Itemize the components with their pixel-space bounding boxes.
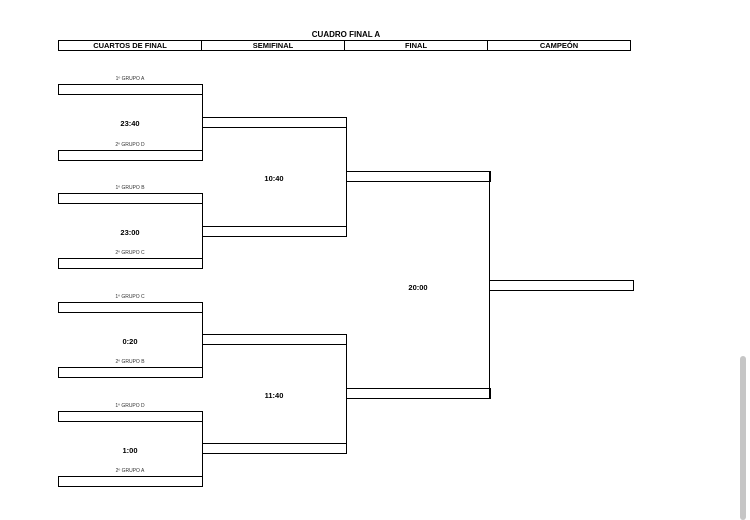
final-top-slot[interactable] <box>346 171 491 182</box>
qf2-bottom-slot[interactable] <box>58 258 203 269</box>
column-header-semifinal: SEMIFINAL <box>201 40 345 51</box>
qf1-bottom-slot[interactable] <box>58 150 203 161</box>
qf1-bottom-label: 2º GRUPO D <box>115 142 145 148</box>
sf2-top-slot[interactable] <box>202 334 347 345</box>
column-header-row: CUARTOS DE FINAL SEMIFINAL FINAL CAMPEÓN <box>58 40 634 51</box>
qf2-top-slot[interactable] <box>58 193 203 204</box>
champion-slot[interactable] <box>489 280 634 291</box>
qf2-top-label: 1º GRUPO B <box>115 185 145 191</box>
qf3-time: 0:20 <box>122 337 138 346</box>
qf4-top-slot[interactable] <box>58 411 203 422</box>
final-bottom-slot[interactable] <box>346 388 491 399</box>
qf1-top-slot[interactable] <box>58 84 203 95</box>
qf3-top-label: 1º GRUPO C <box>115 294 145 300</box>
column-header-quarterfinals: CUARTOS DE FINAL <box>58 40 202 51</box>
vertical-scrollbar[interactable] <box>740 356 746 520</box>
qf2-bottom-label: 2º GRUPO C <box>115 250 145 256</box>
sf1-bottom-slot[interactable] <box>202 226 347 237</box>
qf4-bottom-slot[interactable] <box>58 476 203 487</box>
qf4-time: 1:00 <box>122 446 138 455</box>
sf2-time: 11:40 <box>264 391 284 400</box>
column-header-final: FINAL <box>344 40 488 51</box>
qf1-time: 23:40 <box>120 119 140 128</box>
bracket-title: CUADRO FINAL A <box>311 30 381 39</box>
sf1-top-slot[interactable] <box>202 117 347 128</box>
final-time: 20:00 <box>408 283 428 292</box>
sf2-bottom-slot[interactable] <box>202 443 347 454</box>
qf4-top-label: 1º GRUPO D <box>115 403 145 409</box>
qf3-top-slot[interactable] <box>58 302 203 313</box>
qf2-time: 23:00 <box>120 228 140 237</box>
sf1-time: 10:40 <box>264 174 284 183</box>
qf3-bottom-slot[interactable] <box>58 367 203 378</box>
column-header-champion: CAMPEÓN <box>487 40 631 51</box>
qf4-bottom-label: 2º GRUPO A <box>115 468 145 474</box>
qf3-bottom-label: 2º GRUPO B <box>115 359 145 365</box>
qf1-top-label: 1º GRUPO A <box>115 76 145 82</box>
